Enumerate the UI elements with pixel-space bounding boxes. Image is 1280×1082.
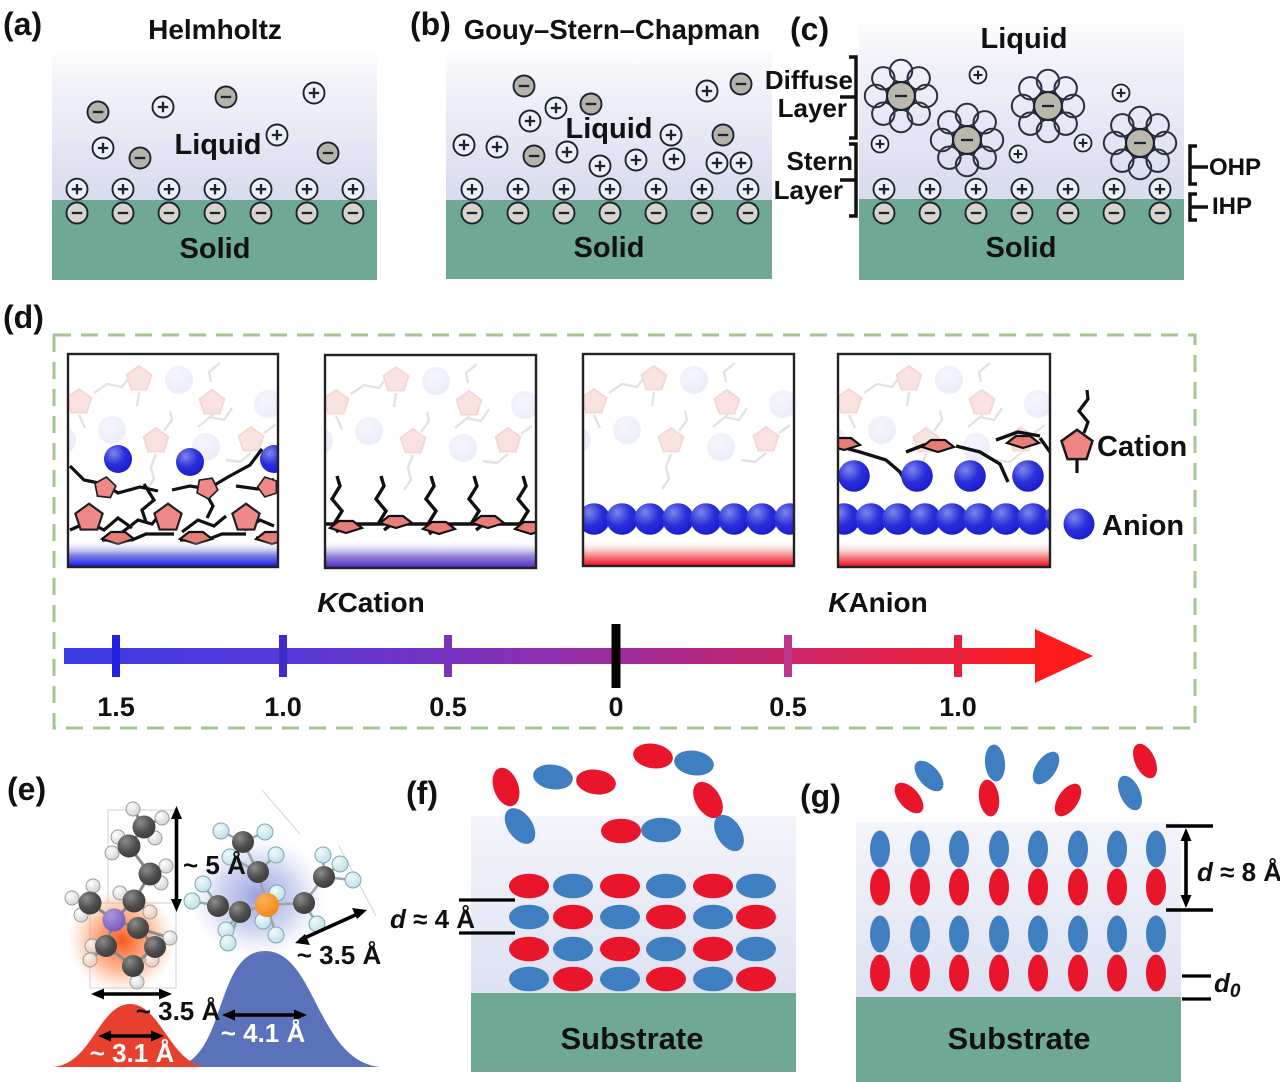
svg-text:Layer: Layer <box>774 175 843 205</box>
svg-text:0: 0 <box>608 692 623 722</box>
svg-text:KCation: KCation <box>317 587 424 618</box>
svg-text:1.0: 1.0 <box>939 692 977 722</box>
svg-text:Liquid: Liquid <box>175 129 262 161</box>
svg-text:Helmholtz: Helmholtz <box>148 14 282 45</box>
svg-text:(d): (d) <box>3 299 44 335</box>
svg-text:~ 3.5 Å: ~ 3.5 Å <box>297 940 382 970</box>
svg-text:Cation: Cation <box>1097 431 1187 463</box>
svg-text:0.5: 0.5 <box>769 692 807 722</box>
svg-text:~ 3.5 Å: ~ 3.5 Å <box>136 996 221 1026</box>
svg-text:(f): (f) <box>406 775 438 811</box>
svg-text:Liquid: Liquid <box>566 113 653 145</box>
svg-text:~ 3.1 Å: ~ 3.1 Å <box>90 1038 175 1068</box>
svg-text:Stern: Stern <box>787 146 853 176</box>
svg-text:Substrate: Substrate <box>561 1021 704 1056</box>
svg-text:(g): (g) <box>800 778 841 814</box>
svg-text:(a): (a) <box>3 6 42 42</box>
svg-text:Diffuse: Diffuse <box>765 65 853 95</box>
svg-text:IHP: IHP <box>1212 193 1252 220</box>
svg-text:(c): (c) <box>790 11 829 47</box>
svg-text:Solid: Solid <box>574 232 645 264</box>
svg-text:Substrate: Substrate <box>948 1021 1091 1056</box>
svg-text:d ≈ 8 Å: d ≈ 8 Å <box>1197 857 1280 887</box>
svg-text:OHP: OHP <box>1209 154 1261 181</box>
svg-text:d ≈ 4 Å: d ≈ 4 Å <box>390 904 475 934</box>
svg-text:Liquid: Liquid <box>981 23 1068 55</box>
svg-text:~ 5 Å: ~ 5 Å <box>183 850 246 880</box>
svg-text:Gouy–Stern–Chapman: Gouy–Stern–Chapman <box>464 14 760 45</box>
svg-text:0.5: 0.5 <box>429 692 467 722</box>
svg-text:d0: d0 <box>1214 968 1241 1002</box>
svg-text:KAnion: KAnion <box>828 587 928 618</box>
svg-text:Layer: Layer <box>778 93 847 123</box>
svg-text:Solid: Solid <box>180 233 251 265</box>
svg-text:(b): (b) <box>410 6 451 42</box>
svg-text:1.0: 1.0 <box>264 692 302 722</box>
svg-text:Anion: Anion <box>1102 510 1184 542</box>
svg-text:1.5: 1.5 <box>97 692 135 722</box>
svg-text:Solid: Solid <box>986 232 1057 264</box>
svg-text:~ 4.1 Å: ~ 4.1 Å <box>221 1018 306 1048</box>
svg-text:(e): (e) <box>7 771 46 807</box>
